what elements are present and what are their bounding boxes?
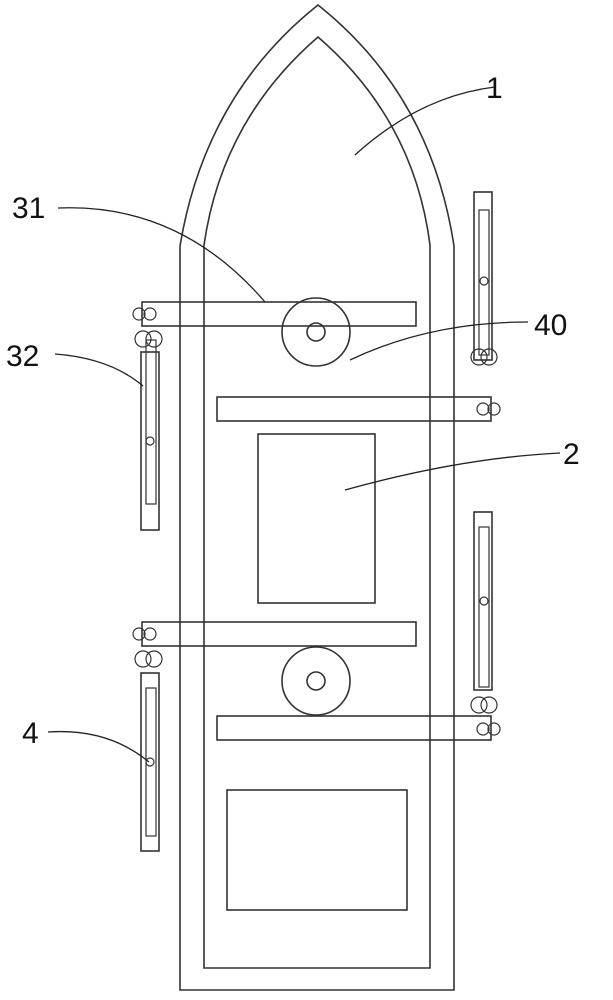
side-panel-left-lower <box>132 627 163 852</box>
label-roller: 40 <box>534 309 567 342</box>
hull <box>179 3 455 991</box>
hinge-pin <box>145 757 155 767</box>
crossbars <box>141 301 492 741</box>
label-crossbar: 31 <box>12 192 45 225</box>
leader-bow <box>354 86 496 156</box>
roller-upper <box>281 297 351 367</box>
leader-hinge-pin <box>47 730 150 763</box>
leader-crossbar <box>57 207 266 303</box>
label-side-panel: 32 <box>6 340 39 373</box>
side-panel-right-upper <box>470 191 501 416</box>
label-bow: 1 <box>486 72 503 105</box>
label-hinge-pin: 4 <box>22 717 39 750</box>
leader-cabin <box>344 452 561 491</box>
roller-lower <box>281 646 351 716</box>
leader-side-panel <box>54 353 144 387</box>
cabin-lower <box>226 789 408 911</box>
leader-lines <box>47 86 561 763</box>
leader-roller <box>349 321 529 361</box>
cabin-upper <box>257 433 376 604</box>
label-cabin: 2 <box>563 438 580 471</box>
hinge-pin <box>145 436 155 446</box>
labels: 1 31 40 32 2 4 <box>6 72 580 750</box>
side-panel-left-upper <box>132 307 163 531</box>
side-panel-right-lower <box>470 511 501 736</box>
